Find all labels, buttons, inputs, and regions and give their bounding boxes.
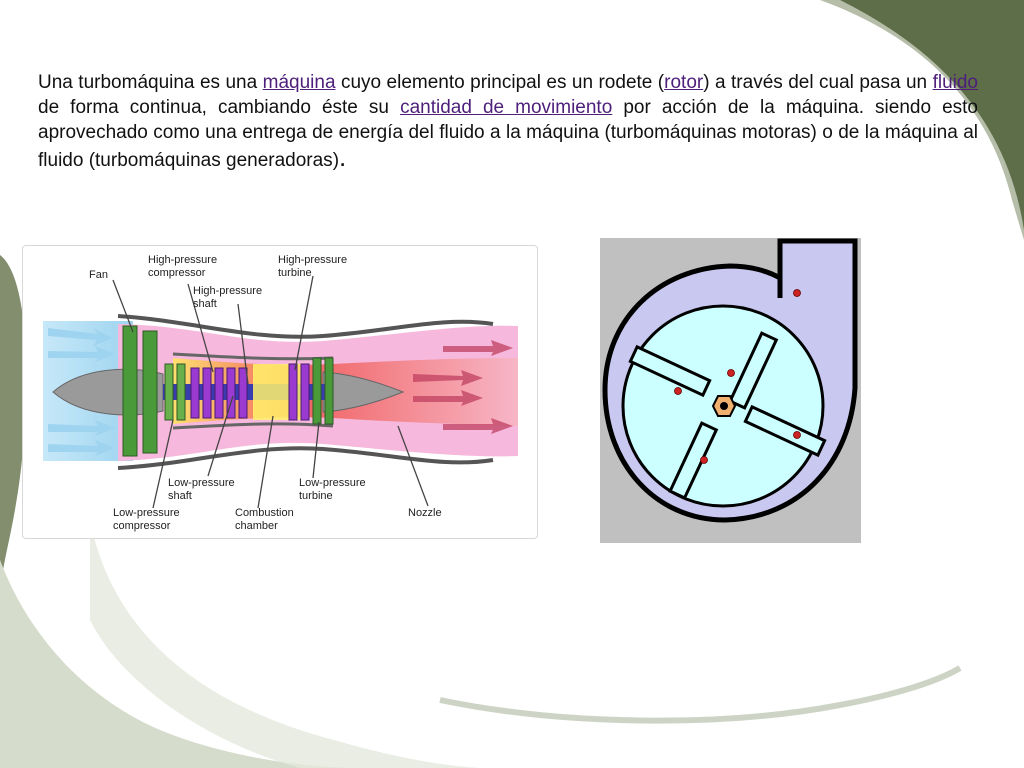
turbofan-engine-diagram: Fan High-pressure compressor High-pressu… <box>22 245 538 539</box>
text-part: cuyo elemento principal es un rodete ( <box>335 72 665 93</box>
nacelle-top <box>117 314 494 339</box>
lp-turbine-blades <box>312 357 334 425</box>
label-fan: Fan <box>89 269 108 281</box>
label-hp-compressor-1: High-pressure <box>148 254 217 266</box>
text-part: . <box>339 142 347 172</box>
text-part: ) <box>332 150 340 171</box>
link-maquina[interactable]: máquina <box>262 72 336 93</box>
exhaust-arrows <box>413 340 513 434</box>
lp-compressor-blades <box>164 363 186 421</box>
label-lp-turbine-2: turbine <box>299 490 333 502</box>
fan-blades <box>122 325 158 457</box>
label-lp-shaft-2: shaft <box>168 490 192 502</box>
label-hp-shaft-2: shaft <box>193 298 217 310</box>
nacelle-bottom <box>117 446 494 470</box>
label-lp-compressor-2: compressor <box>113 520 171 532</box>
combustion-chamber <box>253 364 308 420</box>
label-nozzle: Nozzle <box>408 507 442 519</box>
turbine-blades <box>288 363 310 421</box>
text-part: por acción de la máquina. siendo esto ap… <box>38 97 979 171</box>
description-paragraph: Una turbomáquina es una máquina cuyo ele… <box>38 70 978 173</box>
label-lp-compressor-1: Low-pressure <box>113 507 180 519</box>
link-cantidad-de-movimiento[interactable]: cantidad de movimiento <box>400 97 613 118</box>
fluid-particles <box>674 289 801 464</box>
label-lp-turbine-1: Low-pressure <box>299 477 366 489</box>
text-part: ) a través del cual pasa un <box>703 72 933 93</box>
rotor-vanes <box>628 331 827 500</box>
link-rotor[interactable]: rotor <box>664 72 704 93</box>
tail-cone <box>322 371 405 413</box>
label-hp-shaft-1: High-pressure <box>193 285 262 297</box>
label-hp-compressor-2: compressor <box>148 267 206 279</box>
centrifugal-pump-diagram <box>600 238 861 543</box>
label-combustion-1: Combustion <box>235 507 294 519</box>
hp-compressor-blades <box>190 367 248 419</box>
core-casing-bottom <box>172 422 334 430</box>
text-part: de forma continua, cambiando éste su <box>38 97 401 118</box>
label-lp-shaft-1: Low-pressure <box>168 477 235 489</box>
label-combustion-2: chamber <box>235 520 278 532</box>
label-hp-turbine-2: turbine <box>278 267 312 279</box>
label-hp-turbine-1: High-pressure <box>278 254 347 266</box>
link-fluido[interactable]: fluido <box>932 72 978 93</box>
text-part: Una turbomáquina es una <box>38 72 263 93</box>
flow-arrows <box>48 328 115 456</box>
leader-lines <box>112 275 429 509</box>
